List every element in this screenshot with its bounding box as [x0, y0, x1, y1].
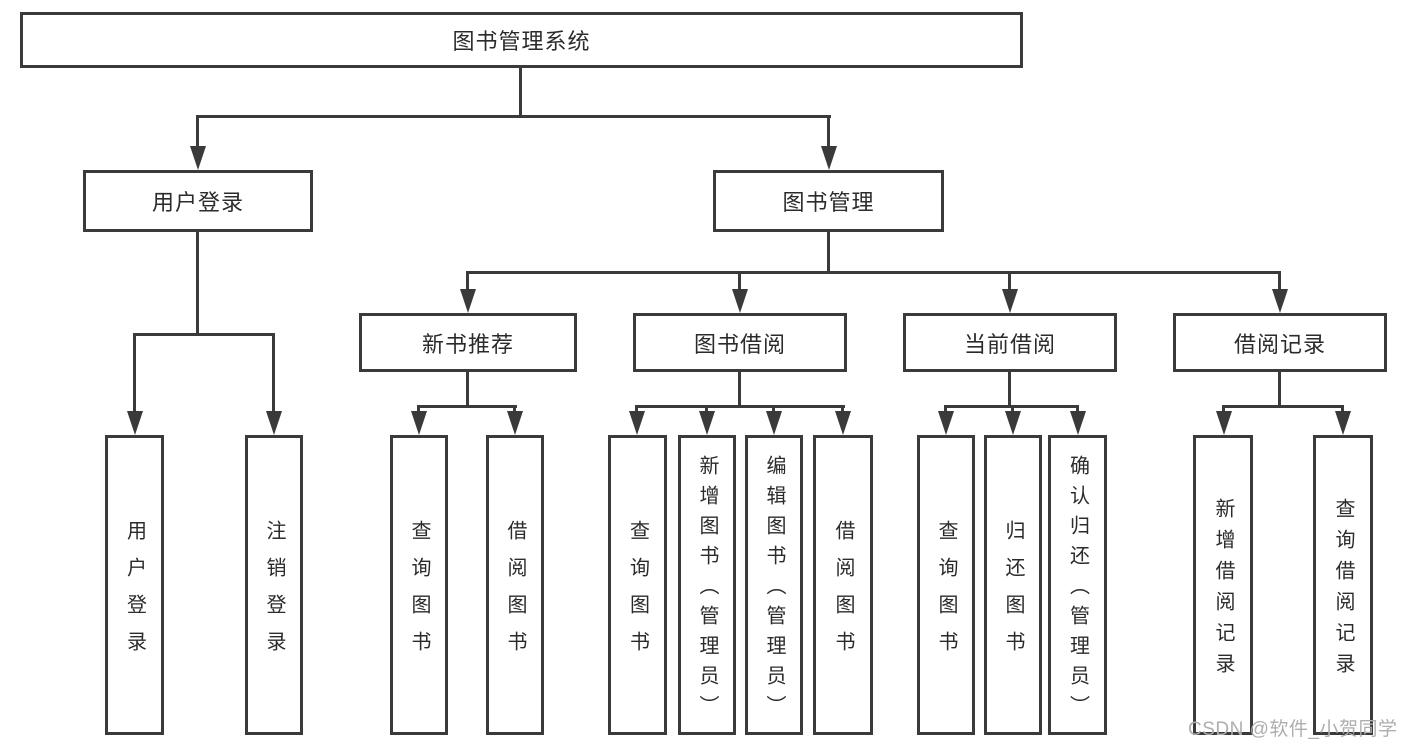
node-borrow-records-label: 借阅记录 — [1233, 331, 1326, 357]
connector-drop-book-borrow — [738, 271, 741, 293]
csdn-watermark: CSDN @软件_小贺同学 — [1188, 719, 1398, 740]
arrowhead-new-book — [460, 289, 476, 313]
leaf-borrow-edit-label: 编辑图书（管理员） — [763, 455, 785, 725]
leaf-current-confirm: 确认归还（管理员） — [1048, 435, 1107, 735]
connector-drop-user-login — [196, 115, 199, 149]
connector-drop-logout-leaf — [272, 333, 275, 413]
leaf-borrow-add-label: 新增图书（管理员） — [696, 455, 718, 725]
leaf-current-confirm-label: 确认归还（管理员） — [1066, 455, 1089, 725]
node-user-login: 用户登录 — [83, 170, 313, 232]
connector-drop-new-book — [466, 271, 469, 293]
connector-level3-rail — [466, 271, 1281, 274]
arrowhead-nb-query — [411, 411, 427, 435]
arrowhead-borrow-records — [1272, 289, 1288, 313]
node-new-book-rec: 新书推荐 — [359, 313, 577, 372]
arrowhead-cb-query — [938, 411, 954, 435]
leaf-newbook-borrow: 借阅图书 — [486, 435, 544, 735]
arrowhead-bb-borrow — [835, 411, 851, 435]
connector-root-stub — [519, 66, 522, 118]
leaf-borrow-borrow: 借阅图书 — [813, 435, 873, 735]
leaf-borrow-borrow-label: 借阅图书 — [832, 519, 854, 668]
connector-new-book-stub — [466, 372, 469, 408]
leaf-records-query: 查询借阅记录 — [1313, 435, 1373, 735]
leaf-borrow-add: 新增图书（管理员） — [678, 435, 736, 735]
connector-book-borrow-rail — [635, 405, 845, 408]
arrowhead-nb-borrow — [507, 411, 523, 435]
leaf-records-add-label: 新增借阅记录 — [1212, 497, 1234, 684]
node-library-system-label: 图书管理系统 — [452, 29, 591, 54]
leaf-current-return: 归还图书 — [984, 435, 1042, 735]
node-borrow-records: 借阅记录 — [1173, 313, 1387, 372]
arrowhead-br-add — [1216, 411, 1232, 435]
leaf-logout: 注销登录 — [245, 435, 303, 735]
connector-user-login-rail — [133, 333, 275, 336]
arrowhead-bb-edit — [766, 411, 782, 435]
leaf-newbook-borrow-label: 借阅图书 — [504, 519, 526, 668]
node-book-borrow: 图书借阅 — [633, 313, 847, 372]
node-user-login-label: 用户登录 — [151, 190, 244, 215]
leaf-user-login-label: 用户登录 — [123, 519, 146, 668]
leaf-logout-label: 注销登录 — [263, 519, 285, 668]
leaf-user-login: 用户登录 — [105, 435, 164, 735]
arrowhead-logout-leaf — [266, 411, 282, 435]
arrowhead-book-mgmt — [821, 146, 837, 170]
leaf-borrow-query: 查询图书 — [608, 435, 667, 735]
leaf-records-query-label: 查询借阅记录 — [1332, 497, 1354, 684]
connector-book-borrow-stub — [738, 372, 741, 408]
connector-level2-rail — [196, 115, 831, 118]
node-current-borrow: 当前借阅 — [903, 313, 1117, 372]
node-book-borrow-label: 图书借阅 — [693, 331, 786, 357]
arrowhead-br-query — [1335, 411, 1351, 435]
arrowhead-bb-add — [699, 411, 715, 435]
arrowhead-book-borrow — [732, 289, 748, 313]
node-current-borrow-label: 当前借阅 — [963, 331, 1056, 357]
node-library-system: 图书管理系统 — [20, 12, 1023, 68]
leaf-borrow-edit: 编辑图书（管理员） — [745, 435, 803, 735]
connector-drop-borrow-records — [1278, 271, 1281, 293]
connector-user-login-stub — [196, 232, 199, 336]
node-new-book-rec-label: 新书推荐 — [421, 331, 514, 357]
leaf-borrow-query-label: 查询图书 — [626, 519, 649, 668]
arrowhead-current-borrow — [1002, 289, 1018, 313]
arrowhead-bb-query — [629, 411, 645, 435]
leaf-current-query: 查询图书 — [917, 435, 975, 735]
arrowhead-cb-return — [1005, 411, 1021, 435]
node-book-mgmt-label: 图书管理 — [782, 190, 875, 215]
arrowhead-user-login — [190, 146, 206, 170]
connector-new-book-rail — [417, 405, 517, 408]
connector-current-borrow-stub — [1008, 372, 1011, 408]
connector-drop-book-mgmt — [827, 115, 830, 149]
leaf-newbook-query-label: 查询图书 — [408, 519, 430, 668]
connector-borrow-records-stub — [1278, 372, 1281, 408]
arrowhead-login-leaf — [127, 411, 143, 435]
leaf-current-query-label: 查询图书 — [935, 519, 957, 668]
connector-drop-current-borrow — [1008, 271, 1011, 293]
connector-borrow-records-rail — [1222, 405, 1344, 408]
leaf-newbook-query: 查询图书 — [390, 435, 448, 735]
leaf-records-add: 新增借阅记录 — [1193, 435, 1253, 735]
connector-drop-login-leaf — [133, 333, 136, 413]
node-book-mgmt: 图书管理 — [713, 170, 944, 232]
arrowhead-cb-confirm — [1070, 411, 1086, 435]
leaf-current-return-label: 归还图书 — [1002, 519, 1024, 668]
connector-book-mgmt-stub — [827, 232, 830, 274]
